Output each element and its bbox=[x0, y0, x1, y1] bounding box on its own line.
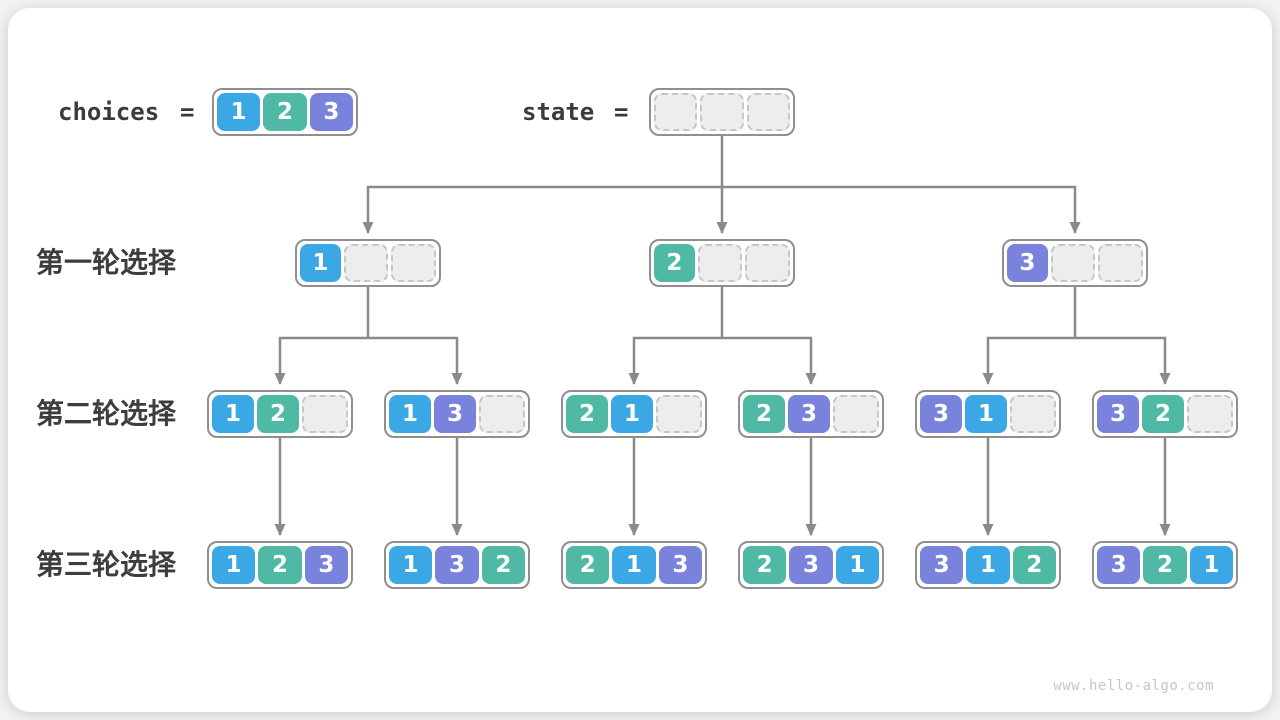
state-cell bbox=[1098, 244, 1144, 282]
state-cell: 2 bbox=[743, 395, 785, 433]
state-cell: 3 bbox=[1097, 546, 1141, 584]
state-cell: 3 bbox=[1007, 244, 1048, 282]
state-node-r3-6: 3 2 1 bbox=[1092, 541, 1238, 589]
state-cell bbox=[654, 93, 698, 131]
state-cell: 3 bbox=[304, 546, 348, 584]
state-cell: 2 bbox=[258, 546, 302, 584]
state-node-r2-2: 1 3 bbox=[384, 390, 530, 438]
state-node-r1-1: 1 bbox=[295, 239, 441, 287]
state-node-r2-3: 2 1 bbox=[561, 390, 707, 438]
round-1-label: 第一轮选择 bbox=[36, 247, 177, 278]
state-cell bbox=[656, 395, 702, 433]
state-cell bbox=[746, 93, 790, 131]
state-cell: 3 bbox=[1097, 395, 1139, 433]
state-cell bbox=[1050, 244, 1096, 282]
state-node-r2-5: 3 1 bbox=[915, 390, 1061, 438]
state-cell bbox=[391, 244, 437, 282]
diagram-card bbox=[8, 8, 1272, 712]
state-cell: 2 bbox=[566, 546, 610, 584]
state-cell: 1 bbox=[212, 395, 254, 433]
state-node-r3-4: 2 3 1 bbox=[738, 541, 884, 589]
choices-label: choices bbox=[58, 98, 160, 126]
choices-cell: 3 bbox=[309, 93, 353, 131]
state-cell: 2 bbox=[257, 395, 299, 433]
state-cell: 3 bbox=[789, 546, 833, 584]
state-cell: 2 bbox=[1142, 395, 1184, 433]
state-cell bbox=[745, 244, 791, 282]
state-cell: 1 bbox=[965, 395, 1007, 433]
state-cell: 1 bbox=[835, 546, 879, 584]
state-node-r3-1: 1 2 3 bbox=[207, 541, 353, 589]
state-cell: 2 bbox=[1012, 546, 1056, 584]
state-cell: 1 bbox=[212, 546, 256, 584]
state-cell: 1 bbox=[612, 546, 656, 584]
choices-box: 1 2 3 bbox=[212, 88, 358, 136]
state-node-r2-4: 2 3 bbox=[738, 390, 884, 438]
state-cell: 3 bbox=[920, 546, 964, 584]
state-node-r3-2: 1 3 2 bbox=[384, 541, 530, 589]
state-cell bbox=[1010, 395, 1056, 433]
state-node-r2-1: 1 2 bbox=[207, 390, 353, 438]
state-node-r3-3: 2 1 3 bbox=[561, 541, 707, 589]
state-cell: 1 bbox=[300, 244, 341, 282]
state-cell: 3 bbox=[788, 395, 830, 433]
state-cell: 2 bbox=[654, 244, 695, 282]
state-node-r2-6: 3 2 bbox=[1092, 390, 1238, 438]
state-cell: 1 bbox=[611, 395, 653, 433]
state-cell: 3 bbox=[435, 546, 479, 584]
state-cell: 1 bbox=[389, 546, 433, 584]
round-3-label: 第三轮选择 bbox=[36, 549, 177, 580]
state-cell: 1 bbox=[389, 395, 431, 433]
state-cell: 1 bbox=[1189, 546, 1233, 584]
state-node-r1-3: 3 bbox=[1002, 239, 1148, 287]
state-cell bbox=[343, 244, 389, 282]
state-cell: 3 bbox=[920, 395, 962, 433]
equals-sign: = bbox=[180, 98, 195, 126]
state-cell: 1 bbox=[966, 546, 1010, 584]
state-cell: 3 bbox=[658, 546, 702, 584]
state-cell bbox=[697, 244, 743, 282]
state-cell: 2 bbox=[481, 546, 525, 584]
state-cell bbox=[1187, 395, 1233, 433]
state-cell: 2 bbox=[743, 546, 787, 584]
state-box bbox=[649, 88, 795, 136]
state-cell bbox=[833, 395, 879, 433]
equals-sign: = bbox=[614, 98, 629, 126]
state-cell bbox=[479, 395, 525, 433]
state-cell bbox=[700, 93, 744, 131]
state-cell: 3 bbox=[434, 395, 476, 433]
state-node-r3-5: 3 1 2 bbox=[915, 541, 1061, 589]
state-cell bbox=[302, 395, 348, 433]
round-2-label: 第二轮选择 bbox=[36, 398, 177, 429]
state-label: state bbox=[522, 98, 595, 126]
choices-cell: 2 bbox=[263, 93, 307, 131]
state-cell: 2 bbox=[1143, 546, 1187, 584]
watermark: www.hello-algo.com bbox=[1053, 678, 1214, 694]
state-cell: 2 bbox=[566, 395, 608, 433]
choices-cell: 1 bbox=[217, 93, 261, 131]
state-node-r1-2: 2 bbox=[649, 239, 795, 287]
